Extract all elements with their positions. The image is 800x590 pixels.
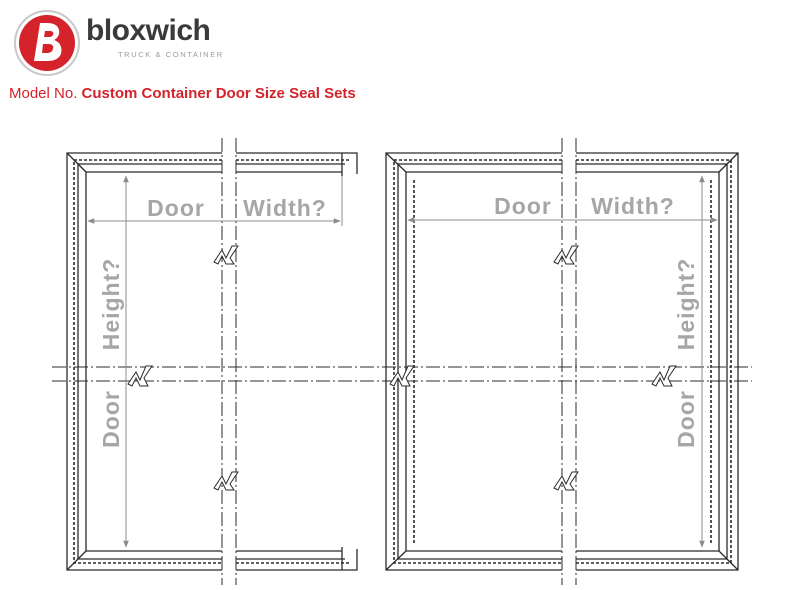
brand-tagline: TRUCK & CONTAINER xyxy=(118,50,224,59)
header: bloxwich TRUCK & CONTAINER Model No. Cus… xyxy=(0,0,800,110)
model-label: Model No. xyxy=(9,85,78,102)
left-door-frame xyxy=(66,152,358,571)
break-symbols xyxy=(127,245,677,491)
left-width-dimension xyxy=(87,176,343,226)
right-width-label-width: Width? xyxy=(591,193,675,219)
break-lines xyxy=(52,138,752,585)
brand-name: bloxwich xyxy=(86,14,211,47)
right-seal-dashes xyxy=(393,159,732,564)
bloxwich-b-logo-icon xyxy=(14,10,80,76)
model-number-line: Model No. Custom Container Door Size Sea… xyxy=(9,86,356,101)
model-value: Custom Container Door Size Seal Sets xyxy=(81,85,356,102)
right-door-frame xyxy=(385,152,739,571)
right-height-label-height: Height? xyxy=(673,258,699,351)
left-seal-dashes xyxy=(73,159,350,564)
right-height-label-door: Door xyxy=(673,390,699,448)
left-width-label-door: Door xyxy=(147,195,205,221)
left-height-label-height: Height? xyxy=(98,258,124,351)
left-width-label-width: Width? xyxy=(243,195,327,221)
right-width-label-door: Door xyxy=(494,193,552,219)
left-height-label-door: Door xyxy=(98,390,124,448)
